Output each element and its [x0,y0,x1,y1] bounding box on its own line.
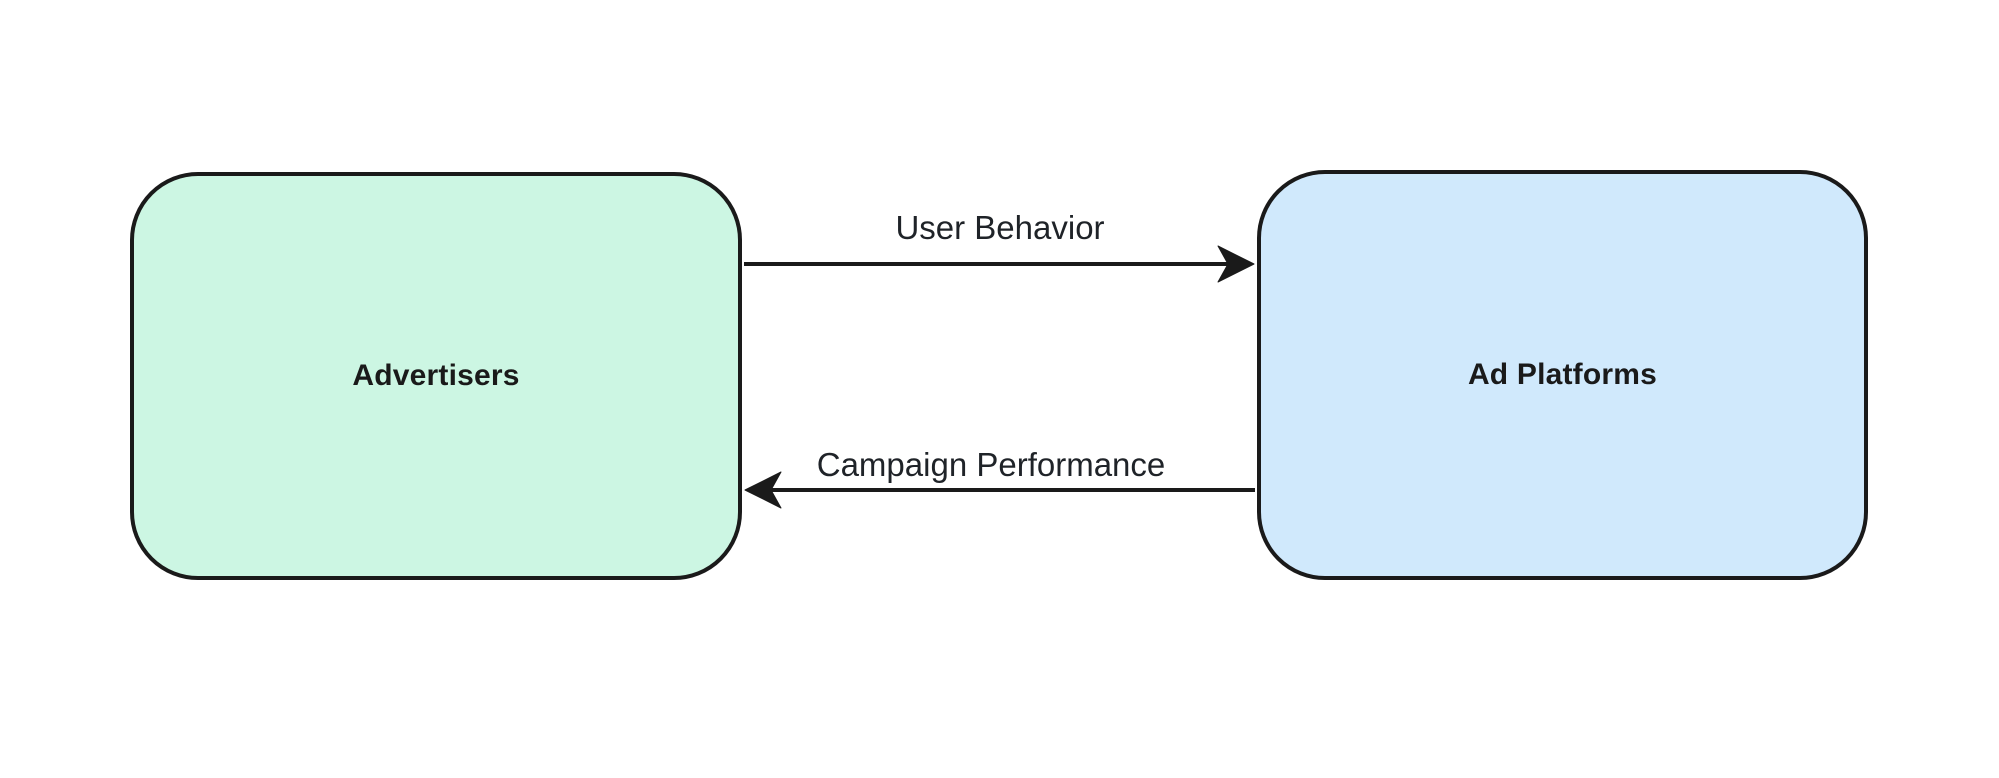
node-advertisers[interactable]: Advertisers [130,172,742,580]
edge-user-behavior-arrow [744,245,1255,283]
node-ad-platforms-label: Ad Platforms [1467,358,1658,391]
edge-label-campaign-performance: Campaign Performance [816,446,1166,483]
node-ad-platforms[interactable]: Ad Platforms [1257,170,1868,580]
node-advertisers-label: Advertisers [352,359,520,392]
edge-label-user-behavior: User Behavior [895,209,1105,246]
